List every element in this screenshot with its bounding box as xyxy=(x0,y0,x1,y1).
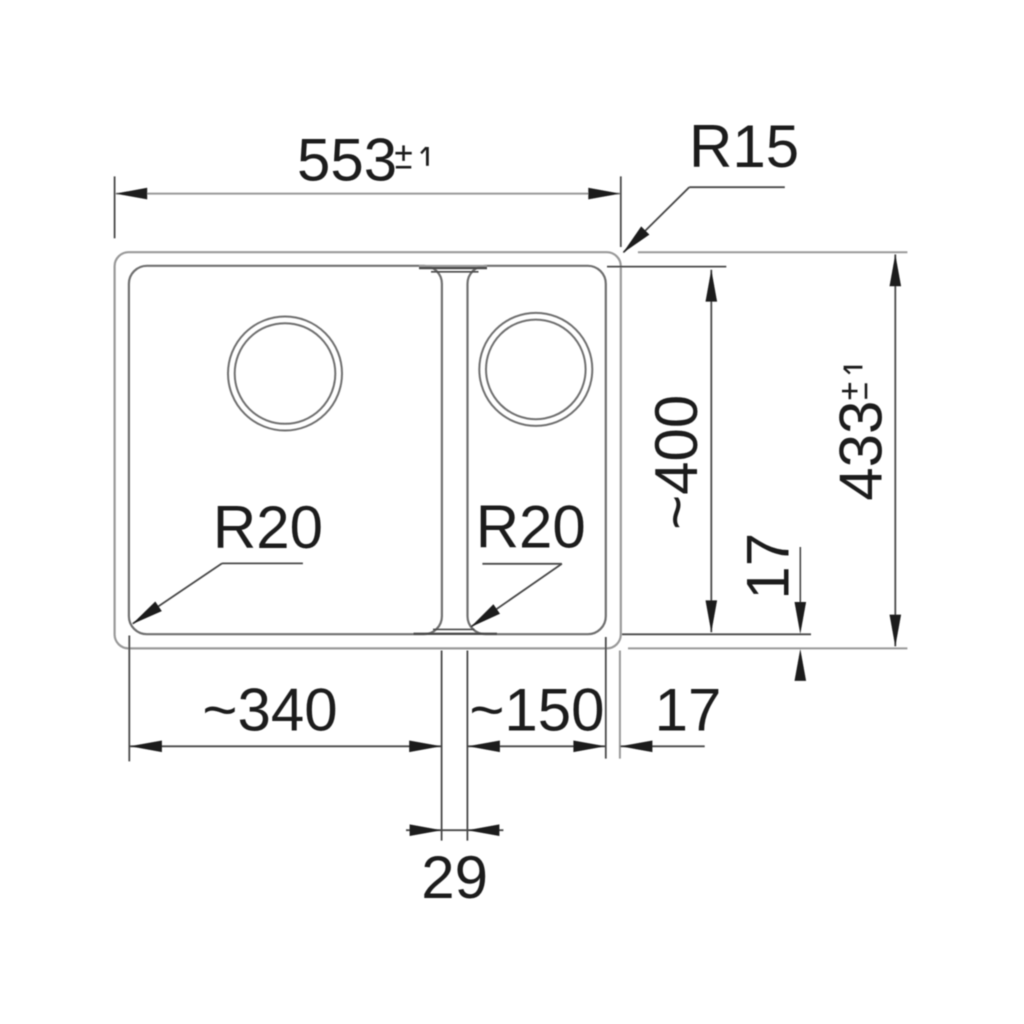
svg-text:17: 17 xyxy=(655,677,722,744)
svg-text:~400: ~400 xyxy=(643,395,710,530)
svg-text:R20: R20 xyxy=(213,494,323,561)
svg-text:17: 17 xyxy=(735,533,802,600)
svg-text:R20: R20 xyxy=(476,494,586,561)
svg-text:~150: ~150 xyxy=(469,677,604,744)
svg-text:R15: R15 xyxy=(689,113,799,180)
svg-text:29: 29 xyxy=(421,844,488,911)
svg-text:553: 553 xyxy=(297,127,397,194)
svg-text:~340: ~340 xyxy=(202,677,337,744)
svg-text:433: 433 xyxy=(828,401,895,501)
